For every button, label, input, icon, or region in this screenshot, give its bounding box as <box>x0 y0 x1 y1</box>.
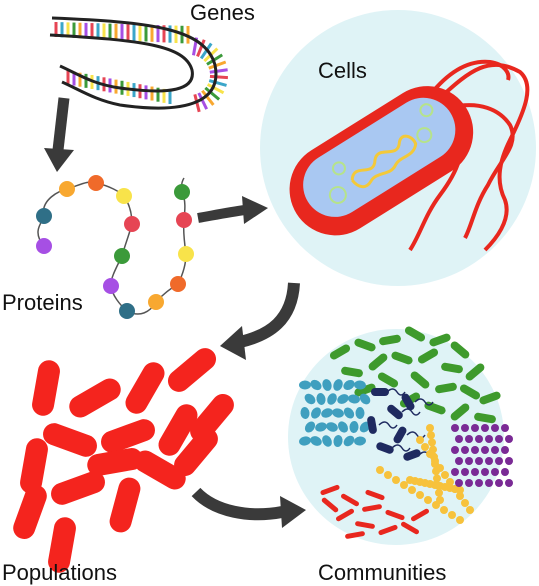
dna-helix-icon <box>49 16 229 113</box>
label-genes: Genes <box>190 0 255 25</box>
arrow-cells-to-populations <box>220 282 300 360</box>
protein-chain-icon <box>36 175 194 319</box>
label-cells: Cells <box>318 58 367 83</box>
bacterium-cell-icon <box>289 59 530 252</box>
arrow-populations-to-communities <box>191 487 306 528</box>
arrow-proteins-to-cells <box>197 196 268 224</box>
label-proteins: Proteins <box>2 290 83 315</box>
arrow-genes-to-proteins <box>44 97 74 172</box>
bacteria-population-icon <box>13 348 234 573</box>
microbial-community-icon <box>299 326 513 539</box>
label-communities: Communities <box>318 560 446 585</box>
label-populations: Populations <box>2 560 117 585</box>
